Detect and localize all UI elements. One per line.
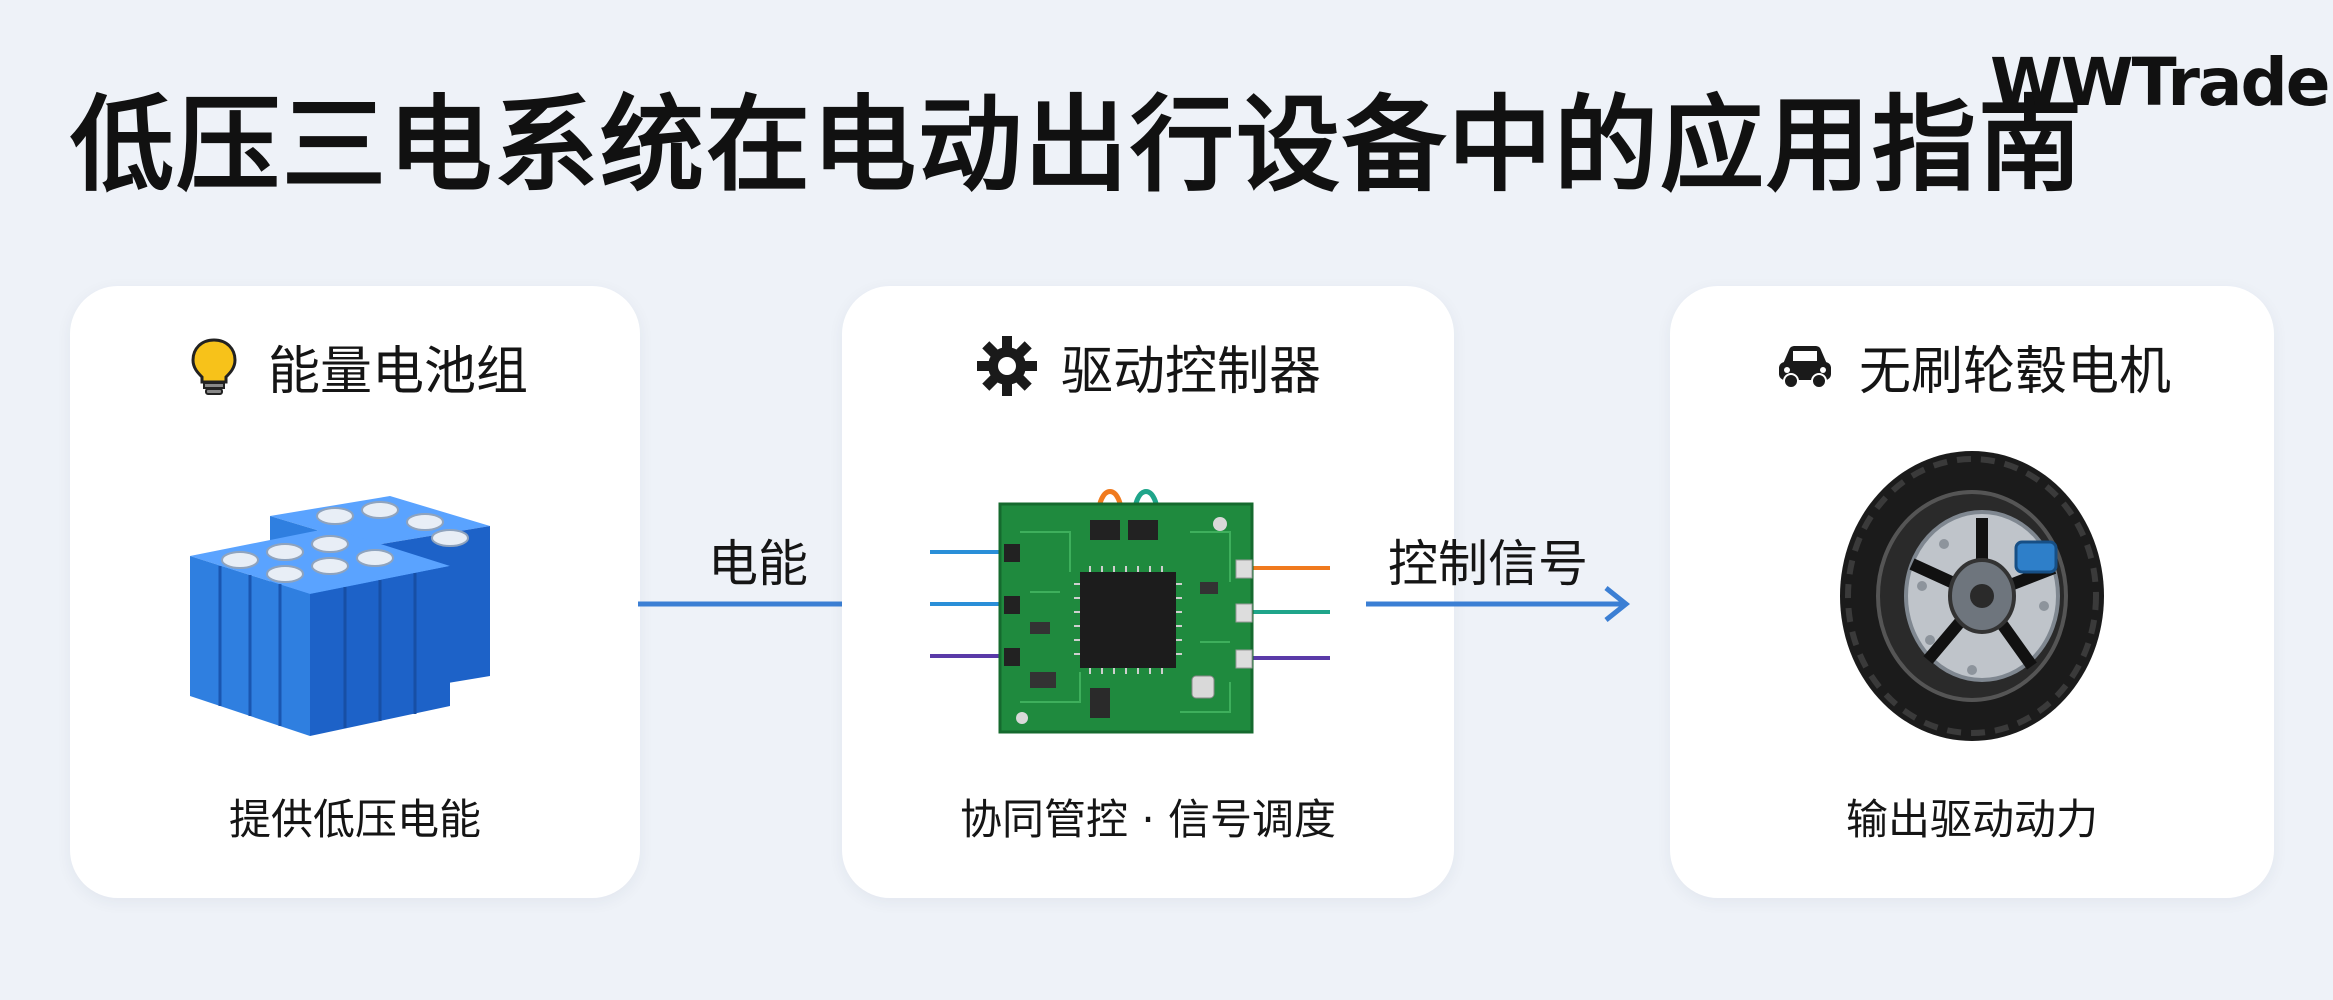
car-icon [1773, 334, 1837, 398]
card-title: 无刷轮毂电机 [1858, 341, 2171, 402]
card-caption: 协同管控 · 信号调度 [959, 795, 1337, 844]
brand-logo: WWTrade [1990, 44, 2330, 121]
card-header: 无刷轮毂电机 [1670, 326, 2274, 406]
flow-label-energy: 电能 [708, 535, 808, 593]
battery-pack-image [160, 456, 560, 756]
card-title: 驱动控制器 [1060, 341, 1321, 402]
card-header: 能量电池组 [70, 326, 640, 406]
card-controller: 驱动控制器 [842, 286, 1454, 898]
card-caption: 输出驱动动力 [1845, 795, 2098, 844]
card-header: 驱动控制器 [842, 326, 1454, 406]
card-title: 能量电池组 [267, 341, 528, 402]
hub-motor-wheel-image [1832, 446, 2112, 746]
card-battery: 能量电池组 [70, 286, 640, 898]
flow-label-control-signal: 控制信号 [1388, 535, 1588, 593]
controller-pcb-image [930, 462, 1330, 752]
gear-icon [975, 334, 1039, 398]
card-hub-motor: 无刷轮毂电机 [1670, 286, 2274, 898]
page-title: 低压三电系统在电动出行设备中的应用指南 [70, 84, 2085, 206]
card-caption: 提供低压电能 [228, 795, 481, 844]
lightbulb-icon [182, 334, 246, 398]
flow-arrow-control-signal [1366, 586, 1631, 622]
